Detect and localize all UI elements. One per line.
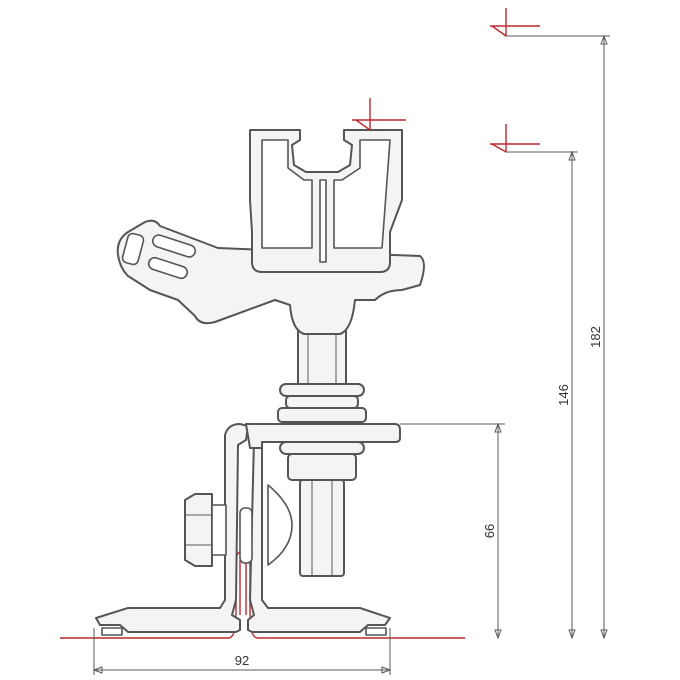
dimension-label-182: 182 xyxy=(588,326,603,348)
rail-head xyxy=(116,219,425,335)
dimension-label-width: 92 xyxy=(235,653,249,668)
dimension-label-66: 66 xyxy=(482,524,497,538)
dimension-width: 92 xyxy=(92,628,392,675)
level-marker-top xyxy=(490,8,540,37)
dimension-mid-height: 146 xyxy=(505,150,578,640)
threaded-rod xyxy=(277,329,367,577)
side-bolt xyxy=(184,484,293,567)
dimension-label-146: 146 xyxy=(556,384,571,406)
mounting-profile xyxy=(249,129,403,273)
level-marker-profile xyxy=(352,98,406,131)
dimension-total-height: 182 xyxy=(505,34,610,640)
dimension-clamp-height: 66 xyxy=(400,422,505,640)
clamp-base xyxy=(95,423,401,636)
level-marker-mid xyxy=(490,124,540,153)
